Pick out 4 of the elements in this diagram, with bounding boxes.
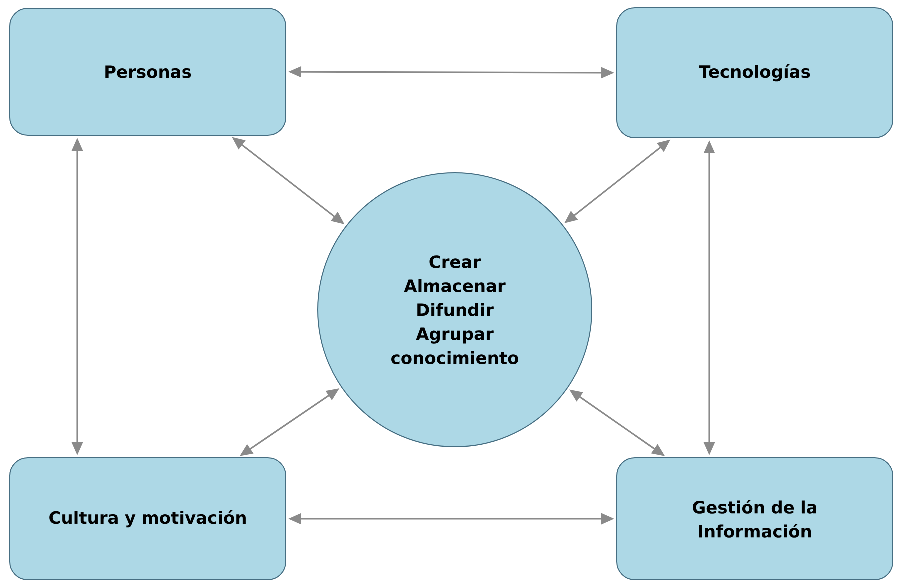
rounded-box: Personas [10,8,286,136]
rounded-box: Cultura y motivación [10,458,286,580]
rounded-box: Gestión de la Información [616,458,894,580]
rounded-box: Tecnologías [616,8,894,138]
